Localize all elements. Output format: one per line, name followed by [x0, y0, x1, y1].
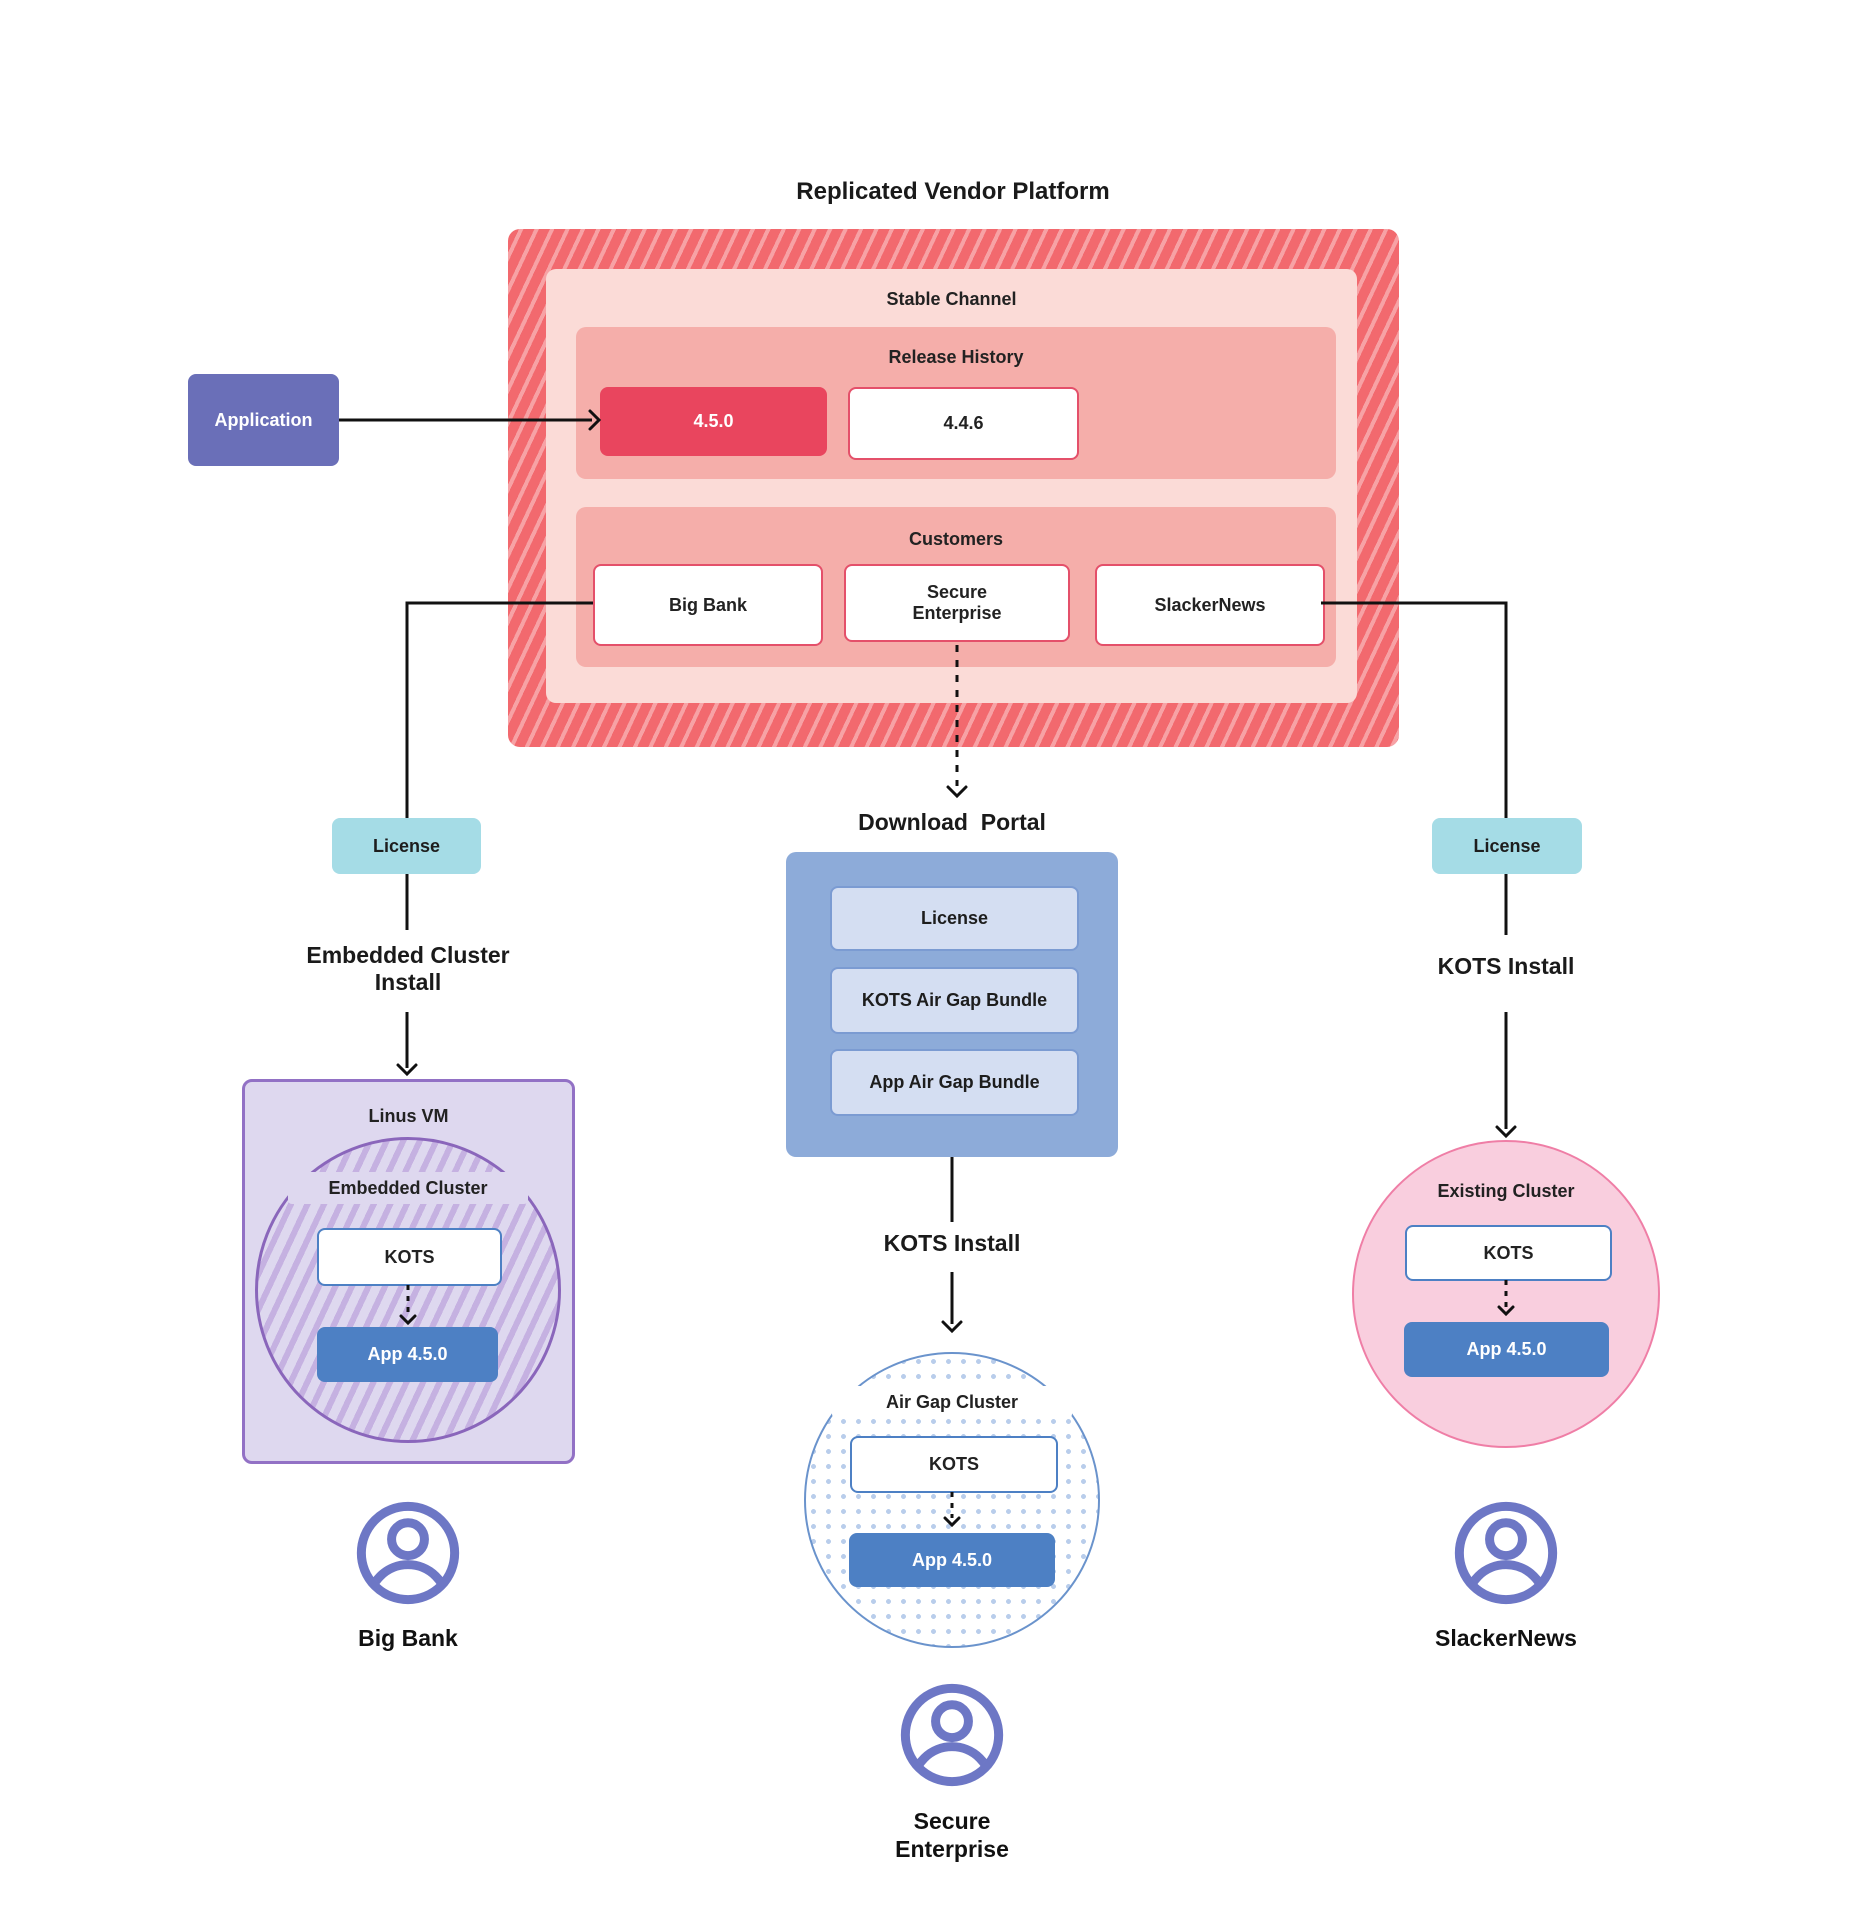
customer-node-big-bank: Big Bank: [593, 564, 823, 646]
kots-install-label-center: KOTS Install: [883, 1230, 1021, 1257]
existing-cluster-circle: [1352, 1140, 1660, 1448]
stable-channel-label: Stable Channel: [886, 288, 1017, 309]
customer-node-secure-enterprise: Secure Enterprise: [844, 564, 1070, 642]
person-icon-slackernews: [1454, 1501, 1558, 1605]
release-history-label: Release History: [888, 346, 1024, 367]
license-badge-right: License: [1432, 818, 1582, 874]
kots-install-label-right: KOTS Install: [1437, 953, 1575, 980]
arrowhead-to-linus-vm: [396, 1063, 418, 1077]
app-node-center: App 4.5.0: [849, 1533, 1055, 1587]
arrowhead-to-existing-cluster: [1495, 1125, 1517, 1139]
application-node: Application: [188, 374, 339, 466]
customers-label: Customers: [908, 528, 1004, 549]
app-node-left: App 4.5.0: [317, 1327, 498, 1382]
page-title: Replicated Vendor Platform: [796, 178, 1110, 205]
release-node-current: 4.5.0: [600, 387, 827, 456]
person-label-secure-enterprise: Secure Enterprise: [895, 1808, 1009, 1862]
portal-item-app-airgap-bundle: App Air Gap Bundle: [830, 1049, 1079, 1116]
person-icon-big-bank: [356, 1501, 460, 1605]
linus-vm-label: Linus VM: [368, 1105, 449, 1126]
license-badge-left: License: [332, 818, 481, 874]
arrowhead-to-download-portal: [946, 785, 968, 799]
embedded-cluster-label: Embedded Cluster: [288, 1172, 528, 1204]
arrowhead-to-airgap-cluster: [941, 1320, 963, 1334]
kots-node-right: KOTS: [1405, 1225, 1612, 1281]
person-icon-secure-enterprise: [900, 1683, 1004, 1787]
kots-node-left: KOTS: [317, 1228, 502, 1286]
release-node-previous: 4.4.6: [848, 387, 1079, 460]
embedded-cluster-install-label: Embedded Cluster Install: [306, 941, 510, 995]
air-gap-cluster-label: Air Gap Cluster: [832, 1386, 1072, 1418]
app-node-right: App 4.5.0: [1404, 1322, 1609, 1377]
person-label-slackernews: SlackerNews: [1435, 1625, 1577, 1652]
portal-item-kots-airgap-bundle: KOTS Air Gap Bundle: [830, 967, 1079, 1034]
kots-node-center: KOTS: [850, 1436, 1058, 1493]
existing-cluster-label: Existing Cluster: [1437, 1180, 1575, 1201]
person-label-big-bank: Big Bank: [358, 1625, 458, 1652]
customer-node-slackernews: SlackerNews: [1095, 564, 1325, 646]
portal-item-license: License: [830, 886, 1079, 951]
download-portal-title: Download Portal: [858, 809, 1046, 836]
